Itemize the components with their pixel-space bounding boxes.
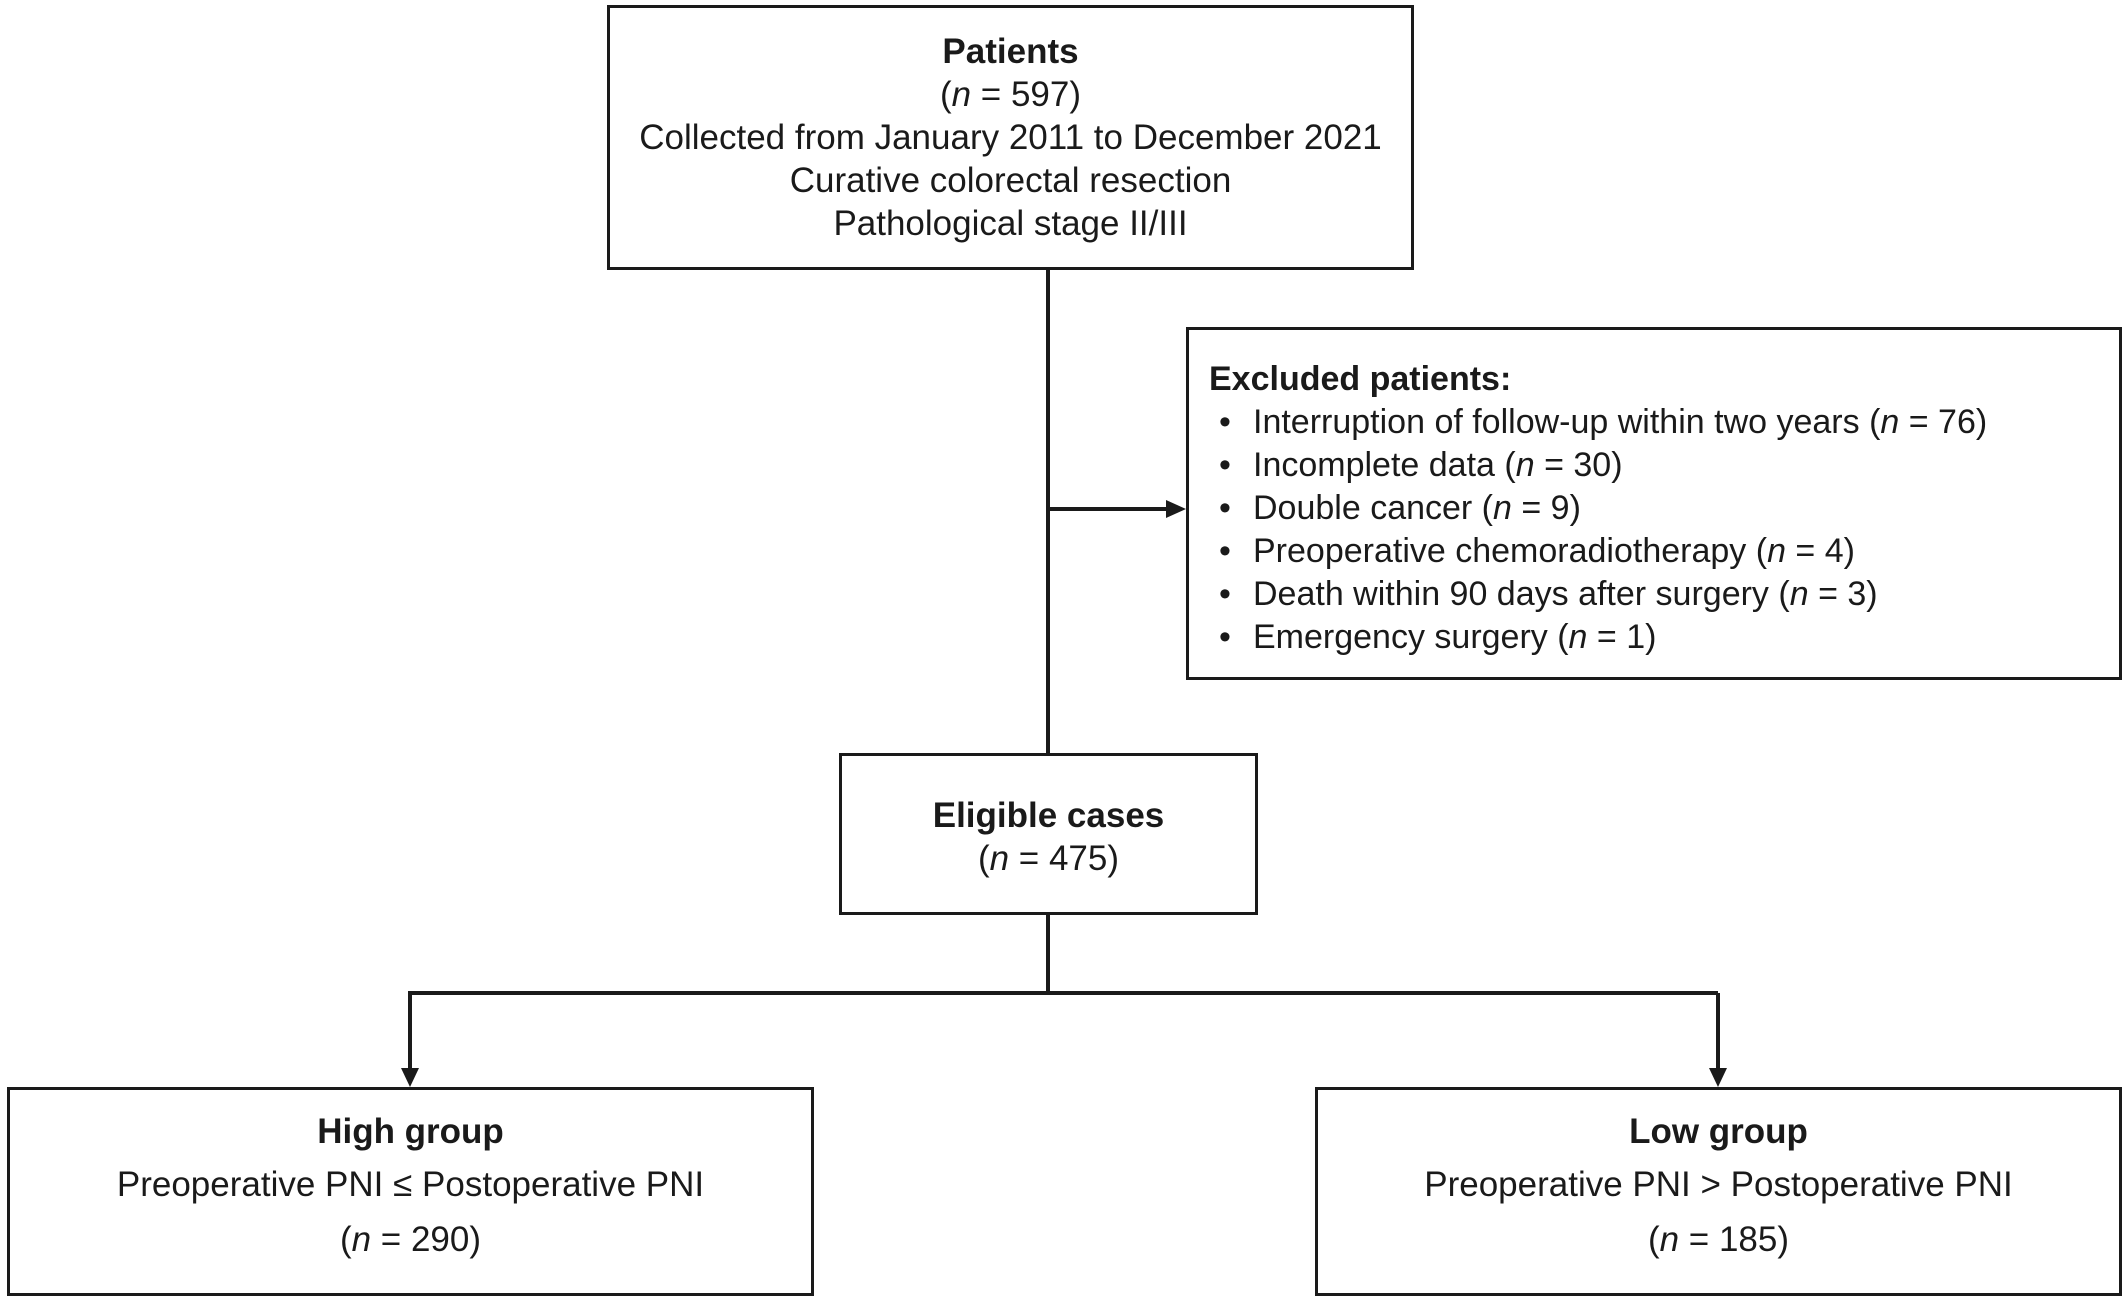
exclusion-arrowhead [1166, 500, 1186, 518]
low-group-box: Low group Preoperative PNI > Postoperati… [1315, 1087, 2122, 1296]
high-branch-arrowhead [401, 1068, 419, 1087]
eligible-count: (n = 475) [977, 839, 1120, 878]
patients-box: Patients (n = 597) Collected from Januar… [607, 5, 1414, 270]
high-group-box: High group Preoperative PNI ≤ Postoperat… [7, 1087, 814, 1296]
low-group-count: (n = 185) [1647, 1220, 1790, 1259]
patients-count: (n = 597) [939, 75, 1082, 114]
eligible-title: Eligible cases [932, 796, 1165, 835]
excluded-box: Excluded patients: Interruption of follo… [1186, 327, 2122, 680]
low-group-title: Low group [1629, 1112, 1808, 1151]
patients-title: Patients [942, 32, 1079, 71]
patients-stage: Pathological stage II/III [833, 204, 1188, 243]
low-group-criteria: Preoperative PNI > Postoperative PNI [1424, 1165, 2013, 1204]
excluded-item: Incomplete data (n = 30) [1209, 444, 2119, 487]
excluded-item: Preoperative chemoradiotherapy (n = 4) [1209, 530, 2119, 573]
patients-resection-type: Curative colorectal resection [789, 161, 1232, 200]
excluded-item: Interruption of follow-up within two yea… [1209, 401, 2119, 444]
low-branch-arrowhead [1709, 1068, 1727, 1087]
eligible-box: Eligible cases (n = 475) [839, 753, 1258, 915]
patients-collection-period: Collected from January 2011 to December … [639, 118, 1382, 157]
excluded-item: Death within 90 days after surgery (n = … [1209, 573, 2119, 616]
high-group-title: High group [317, 1112, 504, 1151]
excluded-title: Excluded patients: [1209, 360, 1512, 398]
excluded-list: Interruption of follow-up within two yea… [1209, 401, 2119, 659]
high-group-count: (n = 290) [339, 1220, 482, 1259]
excluded-item: Emergency surgery (n = 1) [1209, 616, 2119, 659]
excluded-item: Double cancer (n = 9) [1209, 487, 2119, 530]
high-group-criteria: Preoperative PNI ≤ Postoperative PNI [116, 1165, 705, 1204]
